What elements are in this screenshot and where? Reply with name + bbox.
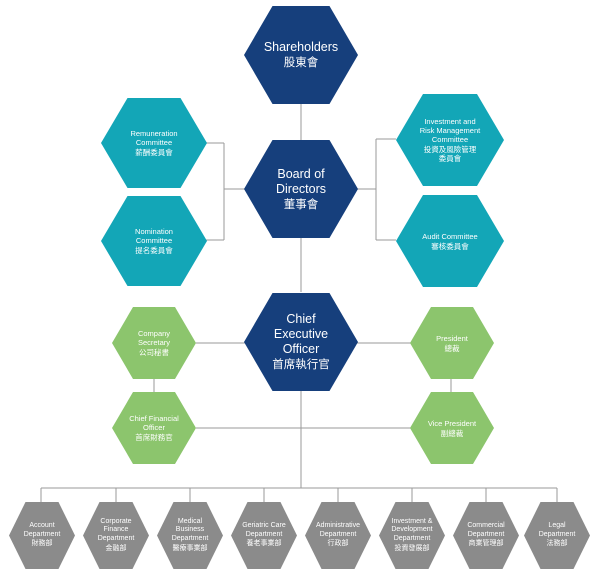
audit-label: Audit Committee: [422, 231, 478, 241]
company-secretary-label: Company Secretary: [137, 329, 171, 347]
cfo-label-zh: 首席財務官: [135, 433, 173, 442]
president-label: President: [436, 333, 468, 343]
department-node: Commercial Department 商業管理部: [453, 502, 519, 569]
department-node: Geriatric Care Department 養老事業部: [231, 502, 297, 569]
shareholders-label-zh: 股東會: [283, 57, 319, 69]
vice-president-label-zh: 副總裁: [440, 428, 464, 438]
department-label-zh: 醫療事業部: [172, 544, 208, 552]
ceo-node: Chief Executive Officer 首席執行官: [244, 293, 358, 391]
ceo-label: Chief Executive Officer: [273, 312, 329, 356]
remuneration-label-zh: 薪酬委員會: [135, 148, 173, 157]
vice-president-label: Vice President: [427, 418, 477, 428]
nomination-label-zh: 提名委員會: [135, 246, 173, 255]
department-label-zh: 行政部: [327, 540, 349, 548]
president-label-zh: 總裁: [444, 343, 460, 353]
ceo-label-zh: 首席執行官: [272, 359, 330, 371]
department-label: Investment & Development Department: [391, 517, 433, 542]
department-node: Account Department 財務部: [9, 502, 75, 569]
nomination-label: Nomination Committee: [135, 227, 173, 245]
company-secretary-node: Company Secretary 公司秘書: [112, 307, 196, 379]
department-label: Legal Department: [538, 522, 576, 538]
department-label-zh: 財務部: [31, 540, 53, 548]
vice-president-node: Vice President 副總裁: [410, 392, 494, 464]
department-label: Administrative Department: [316, 522, 360, 538]
department-label-zh: 養老事業部: [246, 540, 282, 548]
department-label-zh: 金融部: [105, 544, 127, 552]
board-label: Board of Directors: [275, 166, 326, 196]
president-node: President 總裁: [410, 307, 494, 379]
department-label-zh: 法務部: [546, 540, 568, 548]
department-label: Corporate Finance Department: [97, 517, 135, 542]
department-label-zh: 投資發展部: [394, 544, 430, 552]
department-label-zh: 商業管理部: [468, 540, 504, 548]
department-label: Commercial Department: [467, 522, 505, 538]
shareholders-label: Shareholders: [263, 40, 339, 54]
department-node: Legal Department 法務部: [524, 502, 590, 569]
department-label: Account Department: [23, 522, 61, 538]
board-label-zh: 董事會: [283, 198, 319, 211]
department-node: Corporate Finance Department 金融部: [83, 502, 149, 569]
cfo-label: Chief Financial Officer: [129, 414, 179, 432]
department-label: Medical Business Department: [171, 517, 209, 542]
audit-label-zh: 審核委員會: [431, 241, 469, 251]
investment-risk-label-zh: 投資及風險管理 委員會: [423, 145, 477, 163]
company-secretary-label-zh: 公司秘書: [139, 348, 169, 357]
investment-risk-label: Investment and Risk Management Committee: [419, 117, 481, 144]
department-label: Geriatric Care Department: [242, 522, 286, 538]
department-node: Administrative Department 行政部: [305, 502, 371, 569]
department-node: Medical Business Department 醫療事業部: [157, 502, 223, 569]
department-node: Investment & Development Department 投資發展…: [379, 502, 445, 569]
cfo-node: Chief Financial Officer 首席財務官: [112, 392, 196, 464]
remuneration-label: Remuneration Committee: [130, 129, 178, 147]
shareholders-node: Shareholders 股東會: [244, 6, 358, 104]
